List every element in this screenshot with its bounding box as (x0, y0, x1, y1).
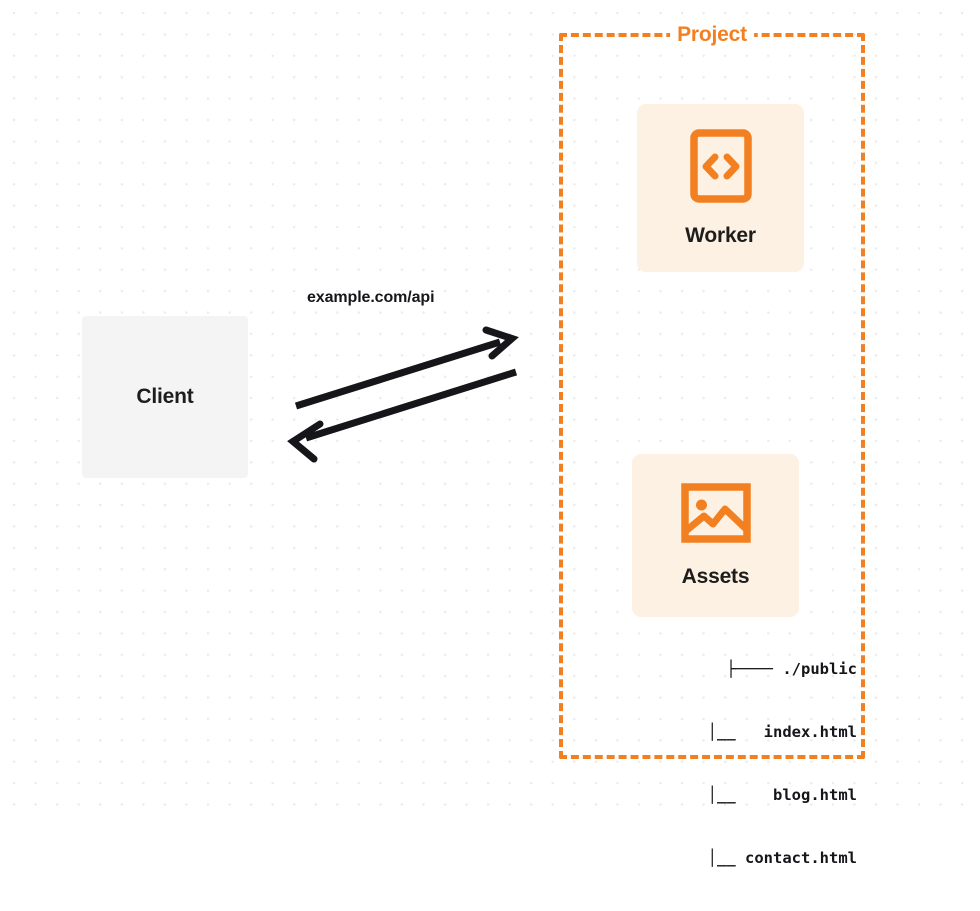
file-tree-row: │__ contact.html (679, 849, 857, 867)
client-label: Client (136, 385, 194, 408)
file-tree-row: ├──── ./public (726, 660, 857, 678)
file-tree-row: │__ index.html (679, 723, 857, 741)
project-boundary: Project Worker Assets (559, 23, 865, 867)
endpoint-label: example.com/api (307, 289, 435, 306)
request-arrow (294, 326, 519, 410)
assets-card-label: Assets (681, 565, 750, 588)
project-title: Project (670, 23, 754, 47)
response-arrow (287, 368, 518, 463)
worker-card-label: Worker (685, 223, 756, 247)
code-brackets-icon (689, 128, 752, 208)
worker-card[interactable]: Worker (637, 104, 804, 272)
client-node: Client (82, 316, 248, 478)
assets-card[interactable]: Assets (632, 454, 799, 617)
architecture-diagram: Client example.com/api Project Worker (0, 0, 980, 867)
image-icon (680, 482, 751, 549)
file-tree-row: │__ blog.html (679, 786, 857, 804)
asset-file-tree: ├──── ./public │__ index.html │__ blog.h… (611, 617, 861, 911)
